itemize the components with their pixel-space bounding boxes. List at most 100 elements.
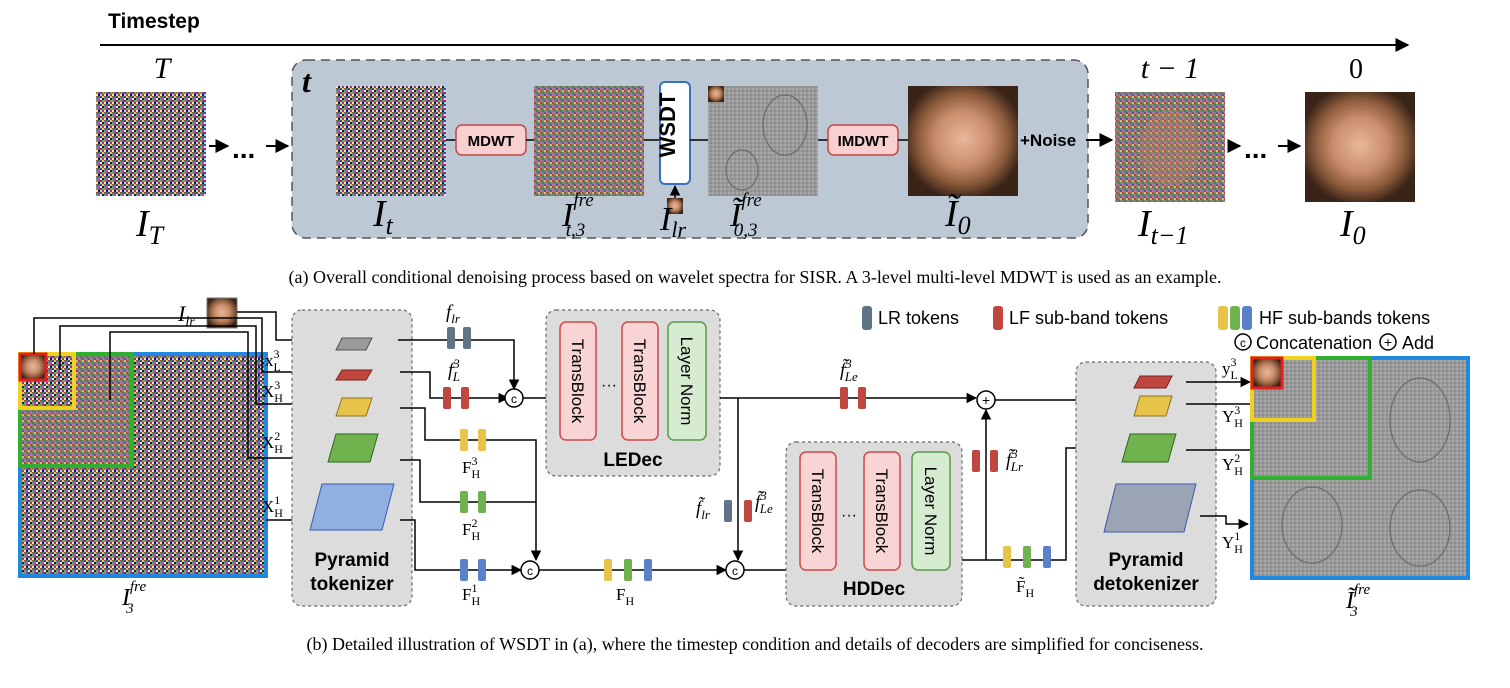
- label-flr: flr: [446, 302, 461, 326]
- line-xL3: [33, 317, 332, 378]
- legend-lf: LF sub-band tokens: [1009, 308, 1168, 328]
- label-I-lr-b: Ilr: [177, 301, 195, 330]
- detokenizer-line1: Pyramid: [1109, 550, 1184, 571]
- hddec-norm-label: Layer Norm: [921, 467, 940, 556]
- token-FH1-1: [460, 559, 468, 581]
- legend-lf-swatch: [993, 306, 1003, 330]
- label-I-T: IT: [135, 203, 165, 250]
- image-I-T: [96, 92, 206, 196]
- ellipsis-2: ...: [1244, 133, 1267, 164]
- output-face-outline-2: [1281, 486, 1343, 564]
- hddec-dots: ···: [841, 507, 857, 524]
- tok-h2-patch: [327, 433, 379, 463]
- output-face-outline-3: [1389, 489, 1451, 567]
- step-T: T: [154, 52, 173, 85]
- legend-concat: Concatenation: [1256, 333, 1372, 353]
- legend-hf: HF sub-bands tokens: [1259, 308, 1430, 328]
- detokenizer-line2: detokenizer: [1093, 574, 1199, 595]
- token-fLr3-1: [972, 450, 980, 472]
- line-flr: [398, 339, 520, 391]
- legend-hf-swatch-y: [1218, 306, 1228, 330]
- legend-hf-swatch-g: [1230, 306, 1240, 330]
- detok-h3-patch: [1133, 395, 1173, 417]
- token-flr-2: [463, 327, 471, 349]
- timestep-label: Timestep: [108, 10, 200, 33]
- label-tFH: F̃H: [1016, 577, 1034, 600]
- ledec-dots: ···: [601, 377, 617, 394]
- legend-add: Add: [1402, 333, 1434, 353]
- line-YH1: [1200, 515, 1250, 530]
- ellipsis-1: ...: [232, 133, 255, 164]
- ledec-block2-label: TransBlock: [630, 339, 649, 424]
- wsdt-label: WSDT: [655, 92, 680, 157]
- label-I-t-minus-1: It−1: [1137, 203, 1188, 250]
- step-zero: 0: [1349, 54, 1363, 85]
- legend-lr-swatch: [862, 306, 872, 330]
- label-I0: Ĩ0: [944, 193, 971, 240]
- token-fLr3-2: [990, 450, 998, 472]
- concat-3-symbol: c: [732, 564, 738, 578]
- input-lf: [18, 352, 48, 382]
- token-FH1-2: [478, 559, 486, 581]
- tok-h1-patch: [309, 483, 395, 531]
- lr-face-a: [667, 198, 683, 214]
- line-XH3: [59, 325, 332, 410]
- image-I-t-minus-1: [1115, 92, 1225, 202]
- ledec-block1: [559, 321, 597, 441]
- label-FH: FH: [616, 585, 634, 608]
- image-I-t: [336, 86, 446, 196]
- label-I-t: It: [372, 193, 394, 240]
- token-FH-y: [604, 559, 612, 581]
- output-face-outline-1: [1389, 377, 1451, 463]
- face-outline-a: [762, 94, 808, 156]
- detok-h1-patch: [1103, 483, 1197, 533]
- token-FH-g: [624, 559, 632, 581]
- hddec-block2: [863, 451, 901, 571]
- token-FH2-2: [478, 491, 486, 513]
- detok-h2-patch: [1121, 433, 1177, 463]
- imdwt-label: IMDWT: [838, 133, 889, 150]
- image-I-fre-t3: [534, 86, 644, 196]
- tok-lr-patch: [335, 337, 373, 351]
- ledec-block1-label: TransBlock: [568, 339, 587, 424]
- tok-lf-patch: [335, 369, 373, 381]
- token-fLe3-mid: [744, 500, 752, 522]
- token-fLe3-1: [840, 387, 848, 409]
- wsdt-op: [659, 81, 691, 185]
- token-tFH-g: [1023, 546, 1031, 568]
- ledec-norm-label: Layer Norm: [677, 337, 696, 426]
- image-I0-fre-lf: [708, 86, 724, 102]
- legend-concat-symbol: c: [1240, 336, 1246, 350]
- hddec-block1-label: TransBlock: [808, 469, 827, 554]
- token-fL3-1: [443, 387, 451, 409]
- caption-b: (b) Detailed illustration of WSDT in (a)…: [306, 634, 1203, 655]
- detok-lf-patch: [1133, 375, 1173, 389]
- ledec-title: LEDec: [603, 450, 663, 471]
- step-t-minus-1: t − 1: [1141, 52, 1200, 85]
- label-I-zero: I0: [1339, 203, 1366, 250]
- tokenizer-line1: Pyramid: [315, 550, 390, 571]
- image-I-zero: [1305, 92, 1415, 202]
- noise-label: +Noise: [1020, 131, 1076, 150]
- output-lf: [1250, 356, 1284, 390]
- tok-h3-patch: [335, 397, 373, 417]
- hddec-title: HDDec: [843, 579, 906, 600]
- step-t: t: [302, 63, 312, 99]
- label-flr-mid: f̃lr: [696, 497, 711, 522]
- face-outline-b: [725, 149, 759, 191]
